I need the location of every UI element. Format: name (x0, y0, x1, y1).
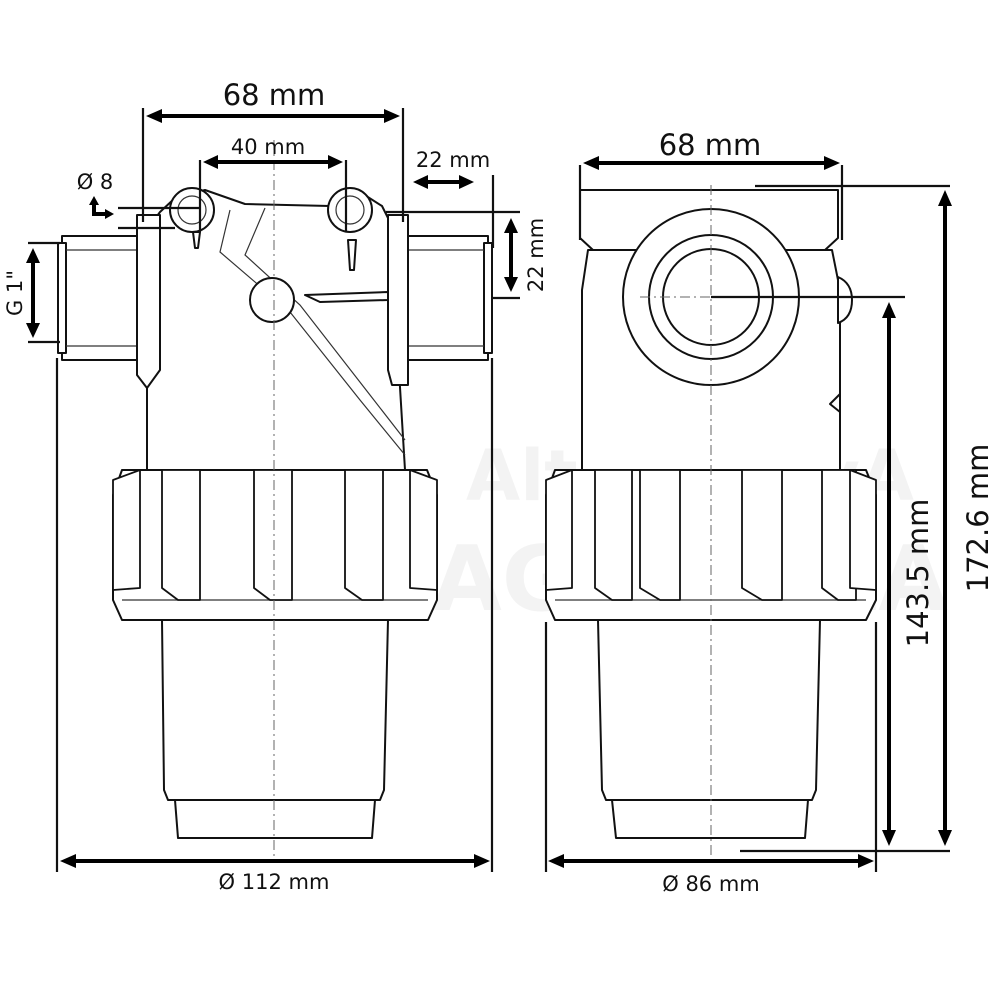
dim-port-height: 22 mm (524, 218, 548, 292)
dim-side-inlet-height: 143.5 mm (901, 499, 935, 648)
front-right-flange (387, 214, 409, 386)
side-rib-right-edge (849, 469, 877, 591)
side-marker (829, 393, 841, 413)
side-knob (837, 276, 853, 324)
side-rib-2 (639, 469, 681, 601)
front-small-port-right (327, 187, 373, 233)
side-bowl (597, 619, 821, 801)
front-center-boss (249, 277, 295, 323)
dim-port-spacing: 40 mm (231, 135, 305, 159)
front-lever (304, 291, 389, 303)
front-rib-right-edge (409, 469, 438, 591)
side-rib-1 (594, 469, 633, 601)
dim-front-width: 68 mm (223, 78, 326, 112)
side-rib-left-edge (545, 469, 573, 591)
front-extension-lines (28, 108, 520, 872)
dimension-lines (26, 109, 952, 868)
front-small-port-left (169, 187, 215, 233)
dimension-labels: 68 mm 40 mm 22 mm 22 mm Ø 8 G 1" Ø 112 m… (3, 78, 995, 896)
front-left-flange (136, 214, 161, 389)
front-view (57, 140, 493, 860)
front-left-thread-end (57, 242, 67, 354)
side-rib-3 (741, 469, 783, 601)
front-right-thread-port (407, 235, 489, 361)
front-rib-2 (253, 469, 293, 601)
front-rib-left-edge (112, 469, 141, 591)
side-extension-lines (544, 165, 950, 872)
side-view (545, 185, 877, 860)
front-bowl-bottom (174, 799, 376, 839)
side-bowl-bottom (611, 799, 809, 839)
front-left-thread-port (61, 235, 138, 361)
dim-thread: G 1" (3, 270, 27, 316)
front-right-thread-end (483, 242, 493, 354)
dim-side-body-diameter: Ø 86 mm (662, 872, 760, 896)
dim-small-port-diameter: Ø 8 (77, 170, 114, 194)
dim-side-width: 68 mm (659, 128, 762, 162)
front-rib-1 (161, 469, 201, 601)
front-bowl (161, 619, 389, 801)
dim-side-total-height: 172.6 mm (961, 444, 995, 593)
front-rib-3 (344, 469, 384, 601)
dim-front-body-diameter: Ø 112 mm (219, 870, 330, 894)
dim-port-offset: 22 mm (416, 148, 490, 172)
